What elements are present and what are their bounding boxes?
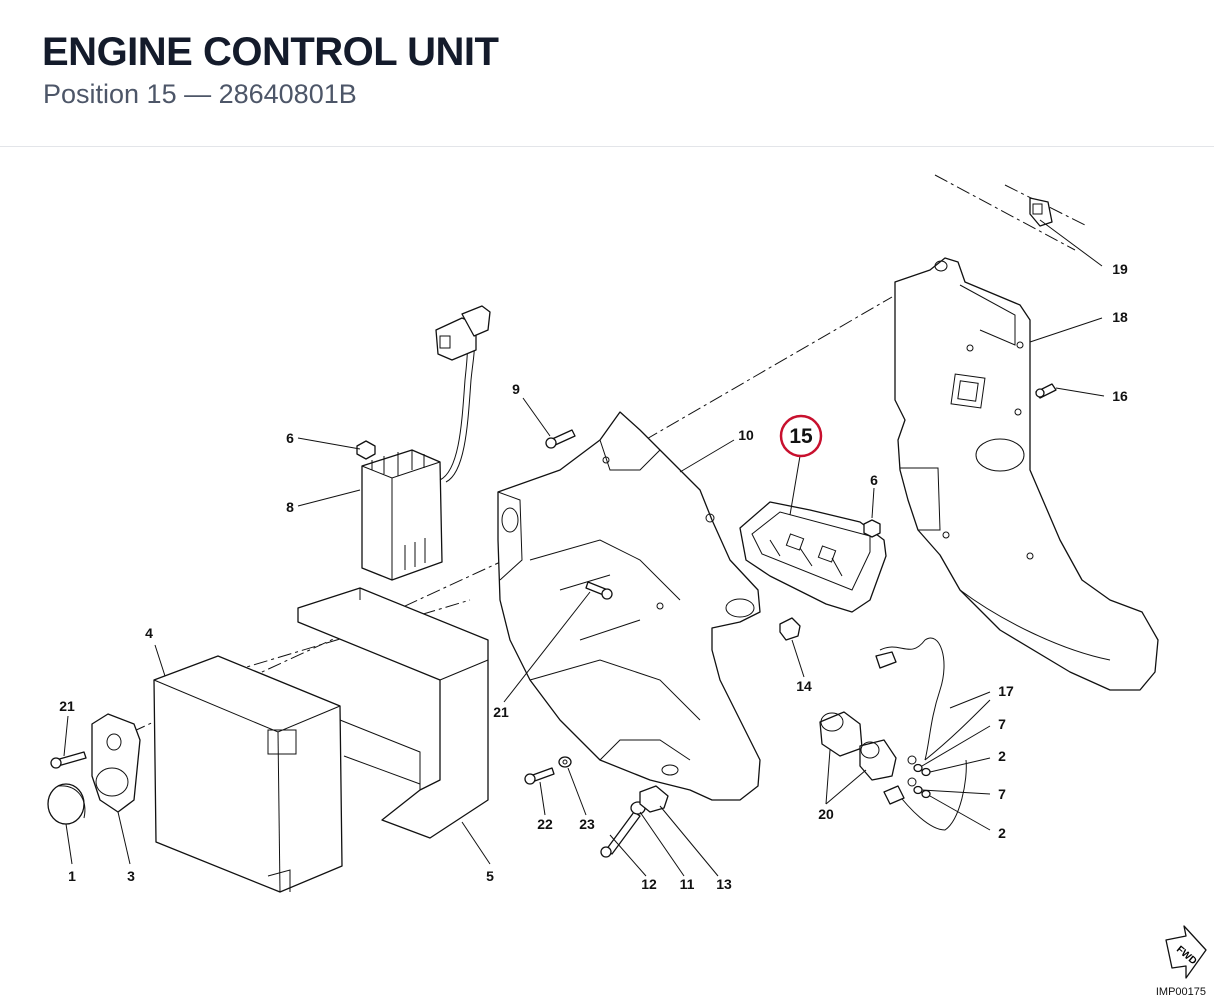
position-15-callout: 15: [779, 414, 823, 458]
callout-label-15: 15: [789, 425, 813, 448]
part-label-5: 5: [486, 868, 494, 884]
part-label-17: 17: [998, 683, 1014, 699]
ecu-part-15: [739, 501, 887, 613]
page-header: ENGINE CONTROL UNIT Position 15 — 286408…: [0, 0, 1214, 147]
part-label-2-lower: 2: [998, 825, 1006, 841]
page-subtitle: Position 15 — 28640801B: [43, 79, 357, 109]
bolt-part-12: [600, 811, 641, 858]
image-code: IMP00175: [1156, 986, 1206, 998]
part-label-8: 8: [286, 499, 294, 515]
part-label-16: 16: [1112, 388, 1128, 404]
tray-part-5: [297, 587, 489, 839]
washer-part-23: [558, 756, 572, 768]
part-label-21-middle: 21: [493, 704, 509, 720]
leader-lines: [63, 219, 1105, 877]
bolt-part-21-middle: [585, 581, 613, 600]
part-label-10: 10: [738, 427, 754, 443]
part-label-6-left: 6: [286, 430, 294, 446]
nut-part-6-left: [356, 440, 376, 460]
grommet-part-14: [779, 617, 801, 641]
harness-part-17: [875, 637, 991, 831]
bracket-part-18: [894, 257, 1159, 691]
part-label-2-upper: 2: [998, 748, 1006, 764]
bolt-part-16: [1035, 383, 1057, 399]
part-label-20: 20: [818, 806, 834, 822]
sensor-part-20: [819, 711, 897, 781]
page-title: ENGINE CONTROL UNIT: [42, 30, 499, 74]
part-number-labels: 1 3 4 5 21 6 8 9 10 21 22 23 12 11 13 6 …: [59, 261, 1128, 892]
screw-part-22: [524, 767, 555, 785]
part-label-12: 12: [641, 876, 657, 892]
part-label-6-right: 6: [870, 472, 878, 488]
part-label-13: 13: [716, 876, 732, 892]
nut-part-6-right: [863, 519, 881, 538]
bolt-part-9: [545, 429, 576, 449]
part-label-14: 14: [796, 678, 812, 694]
callout-ring: [779, 414, 823, 458]
part-label-11: 11: [680, 876, 695, 892]
plug-part-1: [47, 783, 86, 825]
part-label-18: 18: [1112, 309, 1128, 325]
nut-part-2: [921, 767, 931, 799]
cover-part-4: [153, 655, 343, 893]
regulator-part-8: [361, 305, 491, 581]
forward-arrow-icon: FWD: [1165, 925, 1207, 979]
screw-part-21-left: [50, 751, 87, 769]
part-label-7-lower: 7: [998, 786, 1006, 802]
spacer-part-13: [639, 785, 669, 813]
part-label-7-upper: 7: [998, 716, 1006, 732]
clip-part-19: [1029, 197, 1053, 227]
part-label-3: 3: [127, 868, 135, 884]
part-label-4: 4: [145, 625, 153, 641]
part-label-21-left: 21: [59, 698, 75, 714]
part-label-9: 9: [512, 381, 520, 397]
flange-part-3: [91, 713, 141, 813]
bracket-part-10: [497, 411, 761, 801]
part-label-19: 19: [1112, 261, 1128, 277]
part-label-23: 23: [579, 816, 595, 832]
part-label-22: 22: [537, 816, 553, 832]
part-label-1: 1: [68, 868, 76, 884]
